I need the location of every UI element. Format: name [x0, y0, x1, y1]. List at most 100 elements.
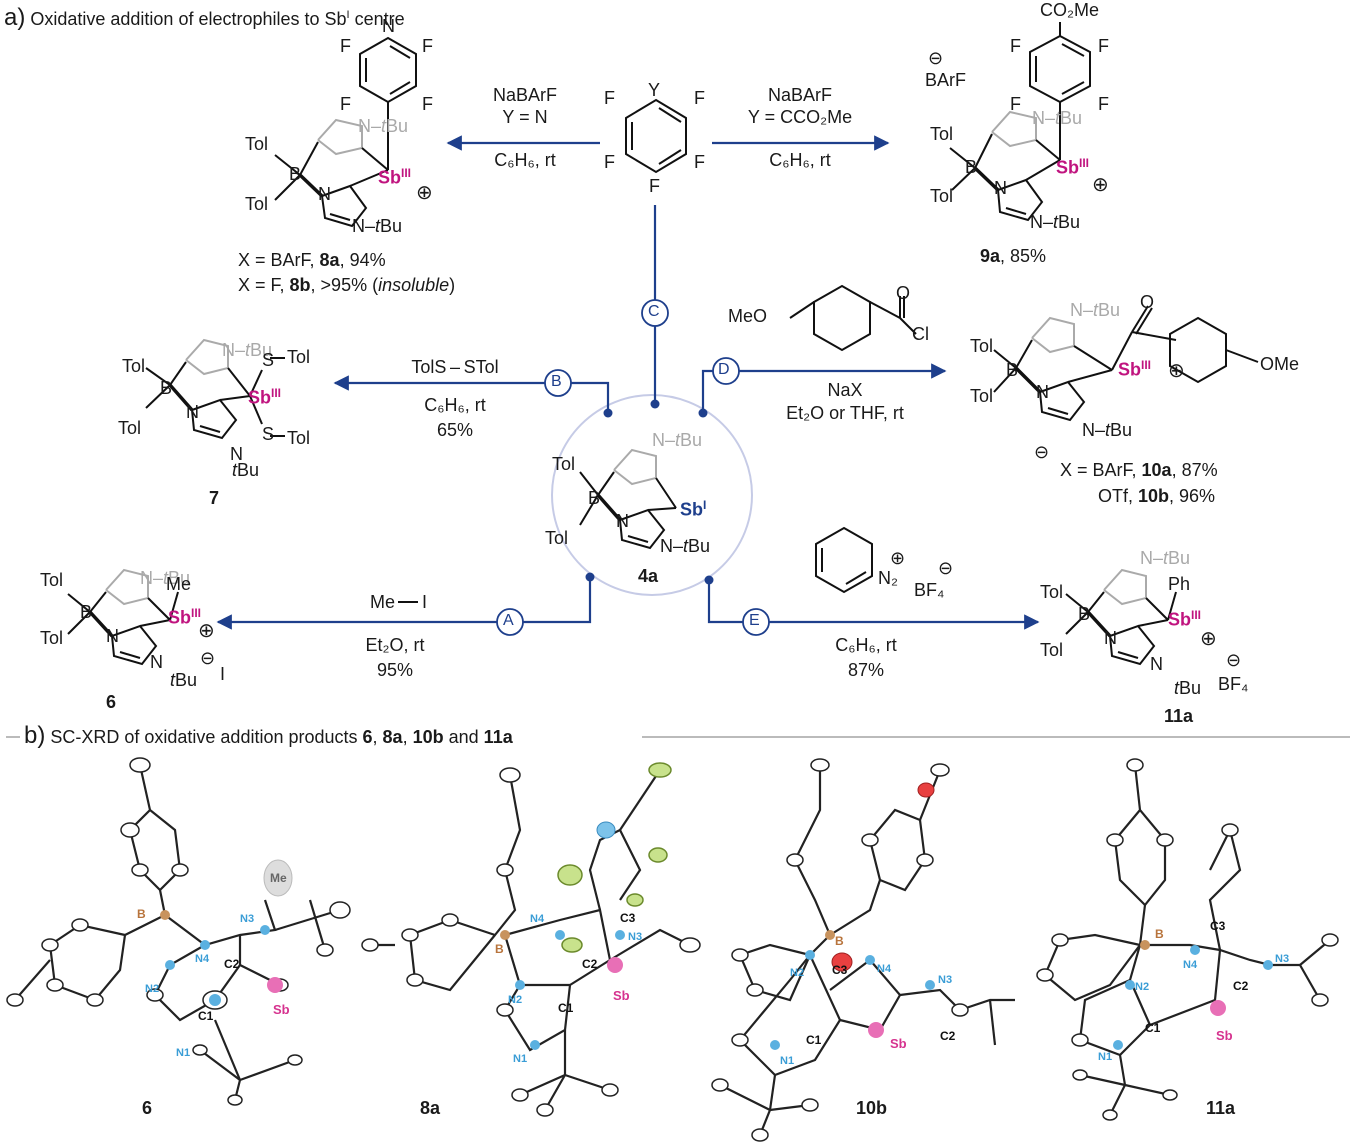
- c4a-label: 4a: [638, 566, 659, 586]
- svg-text:N3: N3: [938, 974, 952, 986]
- badge-E: [742, 608, 770, 636]
- p9-N-tbu: N–tBu: [1030, 212, 1081, 232]
- xrd-label-6: 6: [142, 1098, 153, 1118]
- svg-text:N1: N1: [513, 1053, 527, 1065]
- p7-caption: 7: [209, 488, 220, 508]
- svg-text:C3: C3: [1210, 919, 1226, 933]
- xrd-11a: [1043, 764, 1331, 1116]
- p11-B: B: [1078, 604, 1091, 624]
- p11-sb: SbIII: [1168, 608, 1202, 630]
- cond-topleft-y: Y = N: [502, 107, 548, 127]
- reaction-arrows: [216, 135, 1040, 630]
- p9-tol2: Tol: [930, 186, 954, 206]
- arrow-A: [216, 577, 592, 630]
- svg-text:C2: C2: [1233, 979, 1249, 993]
- svg-text:Sb: Sb: [890, 1036, 907, 1051]
- p8-tol1: Tol: [245, 134, 269, 154]
- cond-E-yield: 87%: [847, 660, 885, 680]
- p8-tol2: Tol: [245, 194, 269, 214]
- p9-barf: BArF: [925, 70, 967, 90]
- p7-N-back: N–tBu: [222, 340, 273, 360]
- p8-N: N: [382, 16, 395, 36]
- cond-D-reagent: NaX: [827, 380, 863, 400]
- p10-tol1: Tol: [970, 336, 994, 356]
- cond-topright-solvent: C₆H₆, rt: [769, 150, 831, 170]
- p9-tol1: Tol: [930, 124, 954, 144]
- p8-B: B: [289, 164, 302, 184]
- center-ring: [551, 394, 753, 596]
- xrd-8a: [370, 769, 691, 1111]
- panel-a-title-end: centre: [349, 9, 405, 29]
- panel-b-title: b) SC-XRD of oxidative addition products…: [24, 722, 513, 750]
- p8-sb: SbIII: [378, 166, 412, 188]
- cond-B-solvent: C₆H₆, rt: [424, 395, 486, 415]
- p9-plus: ⊕: [1092, 174, 1109, 196]
- svg-text:C3: C3: [620, 911, 636, 925]
- svg-text:C1: C1: [1145, 1021, 1161, 1035]
- p10-caption-1: X = BArF, 10a, 87%: [1060, 460, 1218, 480]
- svg-text:C2: C2: [940, 1029, 956, 1043]
- p8-F2: F: [422, 36, 433, 56]
- p6-N-front: N: [106, 626, 119, 646]
- svg-text:C2: C2: [582, 957, 598, 971]
- p10-caption-2: OTf, 10b, 96%: [1098, 486, 1216, 506]
- svg-text:C1: C1: [198, 1009, 214, 1023]
- p9-caption: 9a, 85%: [980, 246, 1047, 266]
- skeleton-4a: [579, 448, 677, 550]
- svg-text:C1: C1: [558, 1001, 574, 1015]
- p11-tol1: Tol: [1040, 582, 1064, 602]
- c4a-N-tbu: N–tBu: [660, 536, 711, 556]
- arrow-B: [333, 375, 610, 413]
- svg-text:B: B: [835, 934, 844, 948]
- cond-topright-reagent: NaBArF: [767, 85, 833, 105]
- p10-tol2: Tol: [970, 386, 994, 406]
- p7-tol-s1: Tol: [287, 347, 311, 367]
- skeleton-11a: [1065, 568, 1177, 666]
- svg-text:N4: N4: [1183, 959, 1198, 971]
- cond-A-yield: 95%: [376, 660, 414, 680]
- p7-N-tbu: N: [230, 444, 243, 464]
- p10-ome: OMe: [1260, 354, 1300, 374]
- svg-text:N4: N4: [877, 963, 892, 975]
- panel-b-sep2: ,: [402, 727, 413, 747]
- p6-me: Me: [166, 574, 192, 594]
- p6-caption: 6: [106, 692, 117, 712]
- panel-b-sep1: ,: [372, 727, 383, 747]
- xrd-10b: [719, 765, 1015, 1136]
- panel-b-title-text: SC-XRD of oxidative addition products: [50, 727, 363, 747]
- skeleton-10: [789, 284, 1259, 422]
- p10-N-back: N–tBu: [1070, 300, 1121, 320]
- arene-F-bl: F: [604, 152, 615, 172]
- svg-text:N1: N1: [780, 1055, 794, 1067]
- svg-text:N4: N4: [195, 953, 210, 965]
- p6-tol1: Tol: [40, 570, 64, 590]
- p6-plus: ⊕: [198, 620, 215, 642]
- p7-sb: SbIII: [248, 386, 282, 408]
- svg-text:N1: N1: [176, 1047, 190, 1059]
- svg-text:C2: C2: [224, 957, 240, 971]
- p11-N-tbu: N: [1150, 654, 1163, 674]
- p8-caption-2: X = F, 8b, >95% (insoluble): [238, 275, 456, 295]
- badge-C-label: C: [648, 303, 660, 320]
- p10-plus: ⊕: [1168, 360, 1185, 382]
- rD-meo: MeO: [728, 306, 768, 326]
- panel-b-compound-6: 6: [362, 727, 373, 747]
- p10-N-front: N: [1036, 382, 1049, 402]
- p9-N-front: N: [994, 178, 1007, 198]
- p6-minus: ⊖: [200, 648, 216, 668]
- p7-tol1: Tol: [122, 356, 146, 376]
- svg-text:C1: C1: [806, 1033, 822, 1047]
- p7-S1: S: [262, 350, 275, 370]
- panel-a-title: a) Oxidative addition of electrophiles t…: [4, 4, 405, 32]
- rE-N2: N₂: [878, 568, 898, 588]
- svg-text:B: B: [495, 942, 504, 956]
- cond-A-solvent: Et₂O, rt: [365, 635, 425, 655]
- arene-Y: Y: [648, 80, 661, 100]
- p8-N-tbu: N–tBu: [352, 216, 403, 236]
- p9-B: B: [965, 157, 978, 177]
- xrd-label-10b: 10b: [856, 1098, 888, 1118]
- p9-F1: F: [1010, 36, 1021, 56]
- arene-F-tl: F: [604, 88, 615, 108]
- arene-F-tr: F: [694, 88, 705, 108]
